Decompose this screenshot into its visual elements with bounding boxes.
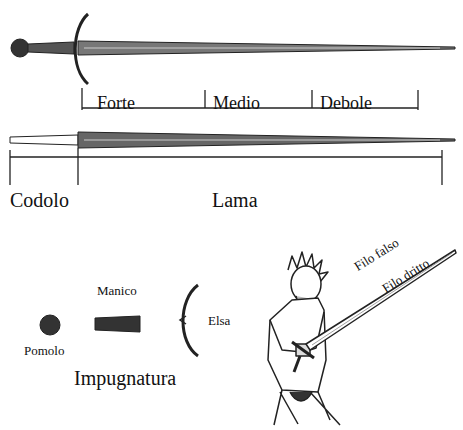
- edge-label: Filo dritto: [380, 256, 431, 295]
- tang-blade-bracket: [10, 148, 442, 185]
- group-label: Impugnatura: [74, 368, 176, 388]
- full-sword: [11, 14, 455, 84]
- part-label: Manico: [97, 284, 137, 297]
- swordsman-figure: [268, 250, 456, 425]
- section-label: Medio: [213, 94, 260, 112]
- blade-and-tang: [10, 132, 455, 148]
- section-label: Forte: [97, 94, 135, 112]
- section-label: Debole: [320, 94, 372, 112]
- part-label: Lama: [212, 190, 258, 210]
- part-label: Elsa: [208, 314, 230, 327]
- part-label: Codolo: [10, 190, 69, 210]
- part-label: Pomolo: [24, 344, 64, 357]
- edge-label: Filo falso: [352, 236, 401, 273]
